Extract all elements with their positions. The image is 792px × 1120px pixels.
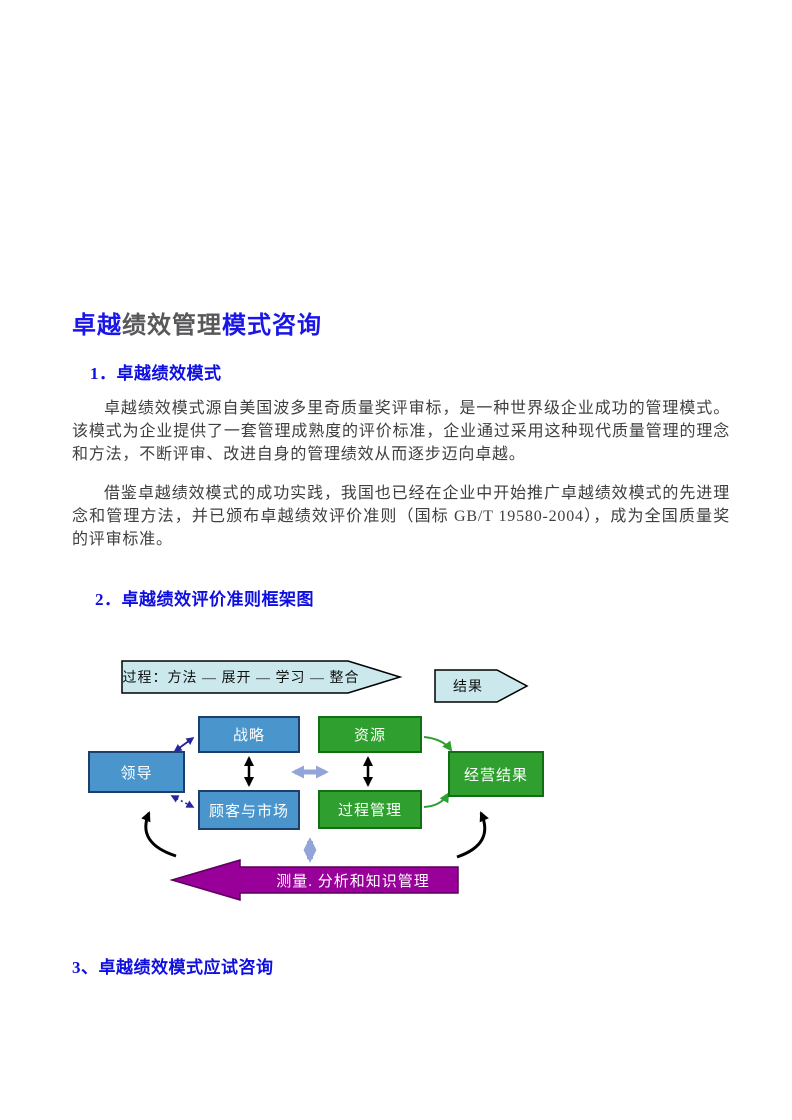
box-business-results: 经营结果 [448,751,544,797]
section-3-heading: 3、卓越绩效模式应试咨询 [72,958,274,977]
title-part-3: 模式咨询 [222,313,322,339]
result-banner-arrow-shape [434,669,529,703]
leadership-strategy-arrow [173,737,195,752]
box-customers-market-label: 顾客与市场 [208,803,289,820]
box-resources: 资源 [318,716,422,753]
box-process-management-label: 过程管理 [337,803,402,819]
title-part-1: 卓越 [72,313,122,339]
box-strategy: 战略 [198,716,300,753]
box-customers-market: 顾客与市场 [198,790,300,830]
framework-diagram: 过程：方法 — 展开 — 学习 — 整合 结果 领导 战略 资源 顾客与市场 过… [0,650,792,930]
box-leadership: 领导 [88,751,185,793]
feedback-right-arrow [456,811,489,859]
section-1-heading: 1．卓越绩效模式 [90,364,222,383]
section-2-heading: 2．卓越绩效评价准则框架图 [95,590,314,609]
process-banner-label: 过程：方法 — 展开 — 学习 — 整合 [122,671,360,686]
box-resources-label: 资源 [353,728,386,744]
box-strategy-label: 战略 [232,728,265,744]
box-leadership-label: 领导 [120,765,153,782]
box-process-management: 过程管理 [318,790,422,829]
feedback-left-arrow [141,811,177,858]
result-banner-label: 结果 [453,680,483,695]
paragraph-2: 借鉴卓越绩效模式的成功实践，我国也已经在企业中开始推广卓越绩效模式的先进理念和管… [72,485,730,548]
page-title: 卓越绩效管理模式咨询 [72,305,322,340]
measurement-arrow-shape [169,858,459,902]
title-part-2: 绩效管理 [122,313,222,339]
diagram-shapes [121,660,529,902]
measurement-arrow-label: 测量. 分析和知识管理 [276,873,430,890]
leadership-customers-arrow [170,795,195,808]
process-results-arrow [423,792,450,808]
paragraph-1: 卓越绩效模式源自美国波多里奇质量奖评审标，是一种世界级企业成功的管理模式。该模式… [72,400,730,463]
box-business-results-label: 经营结果 [463,767,528,784]
process-banner-arrow-shape [121,660,403,694]
resources-results-arrow [423,736,453,752]
